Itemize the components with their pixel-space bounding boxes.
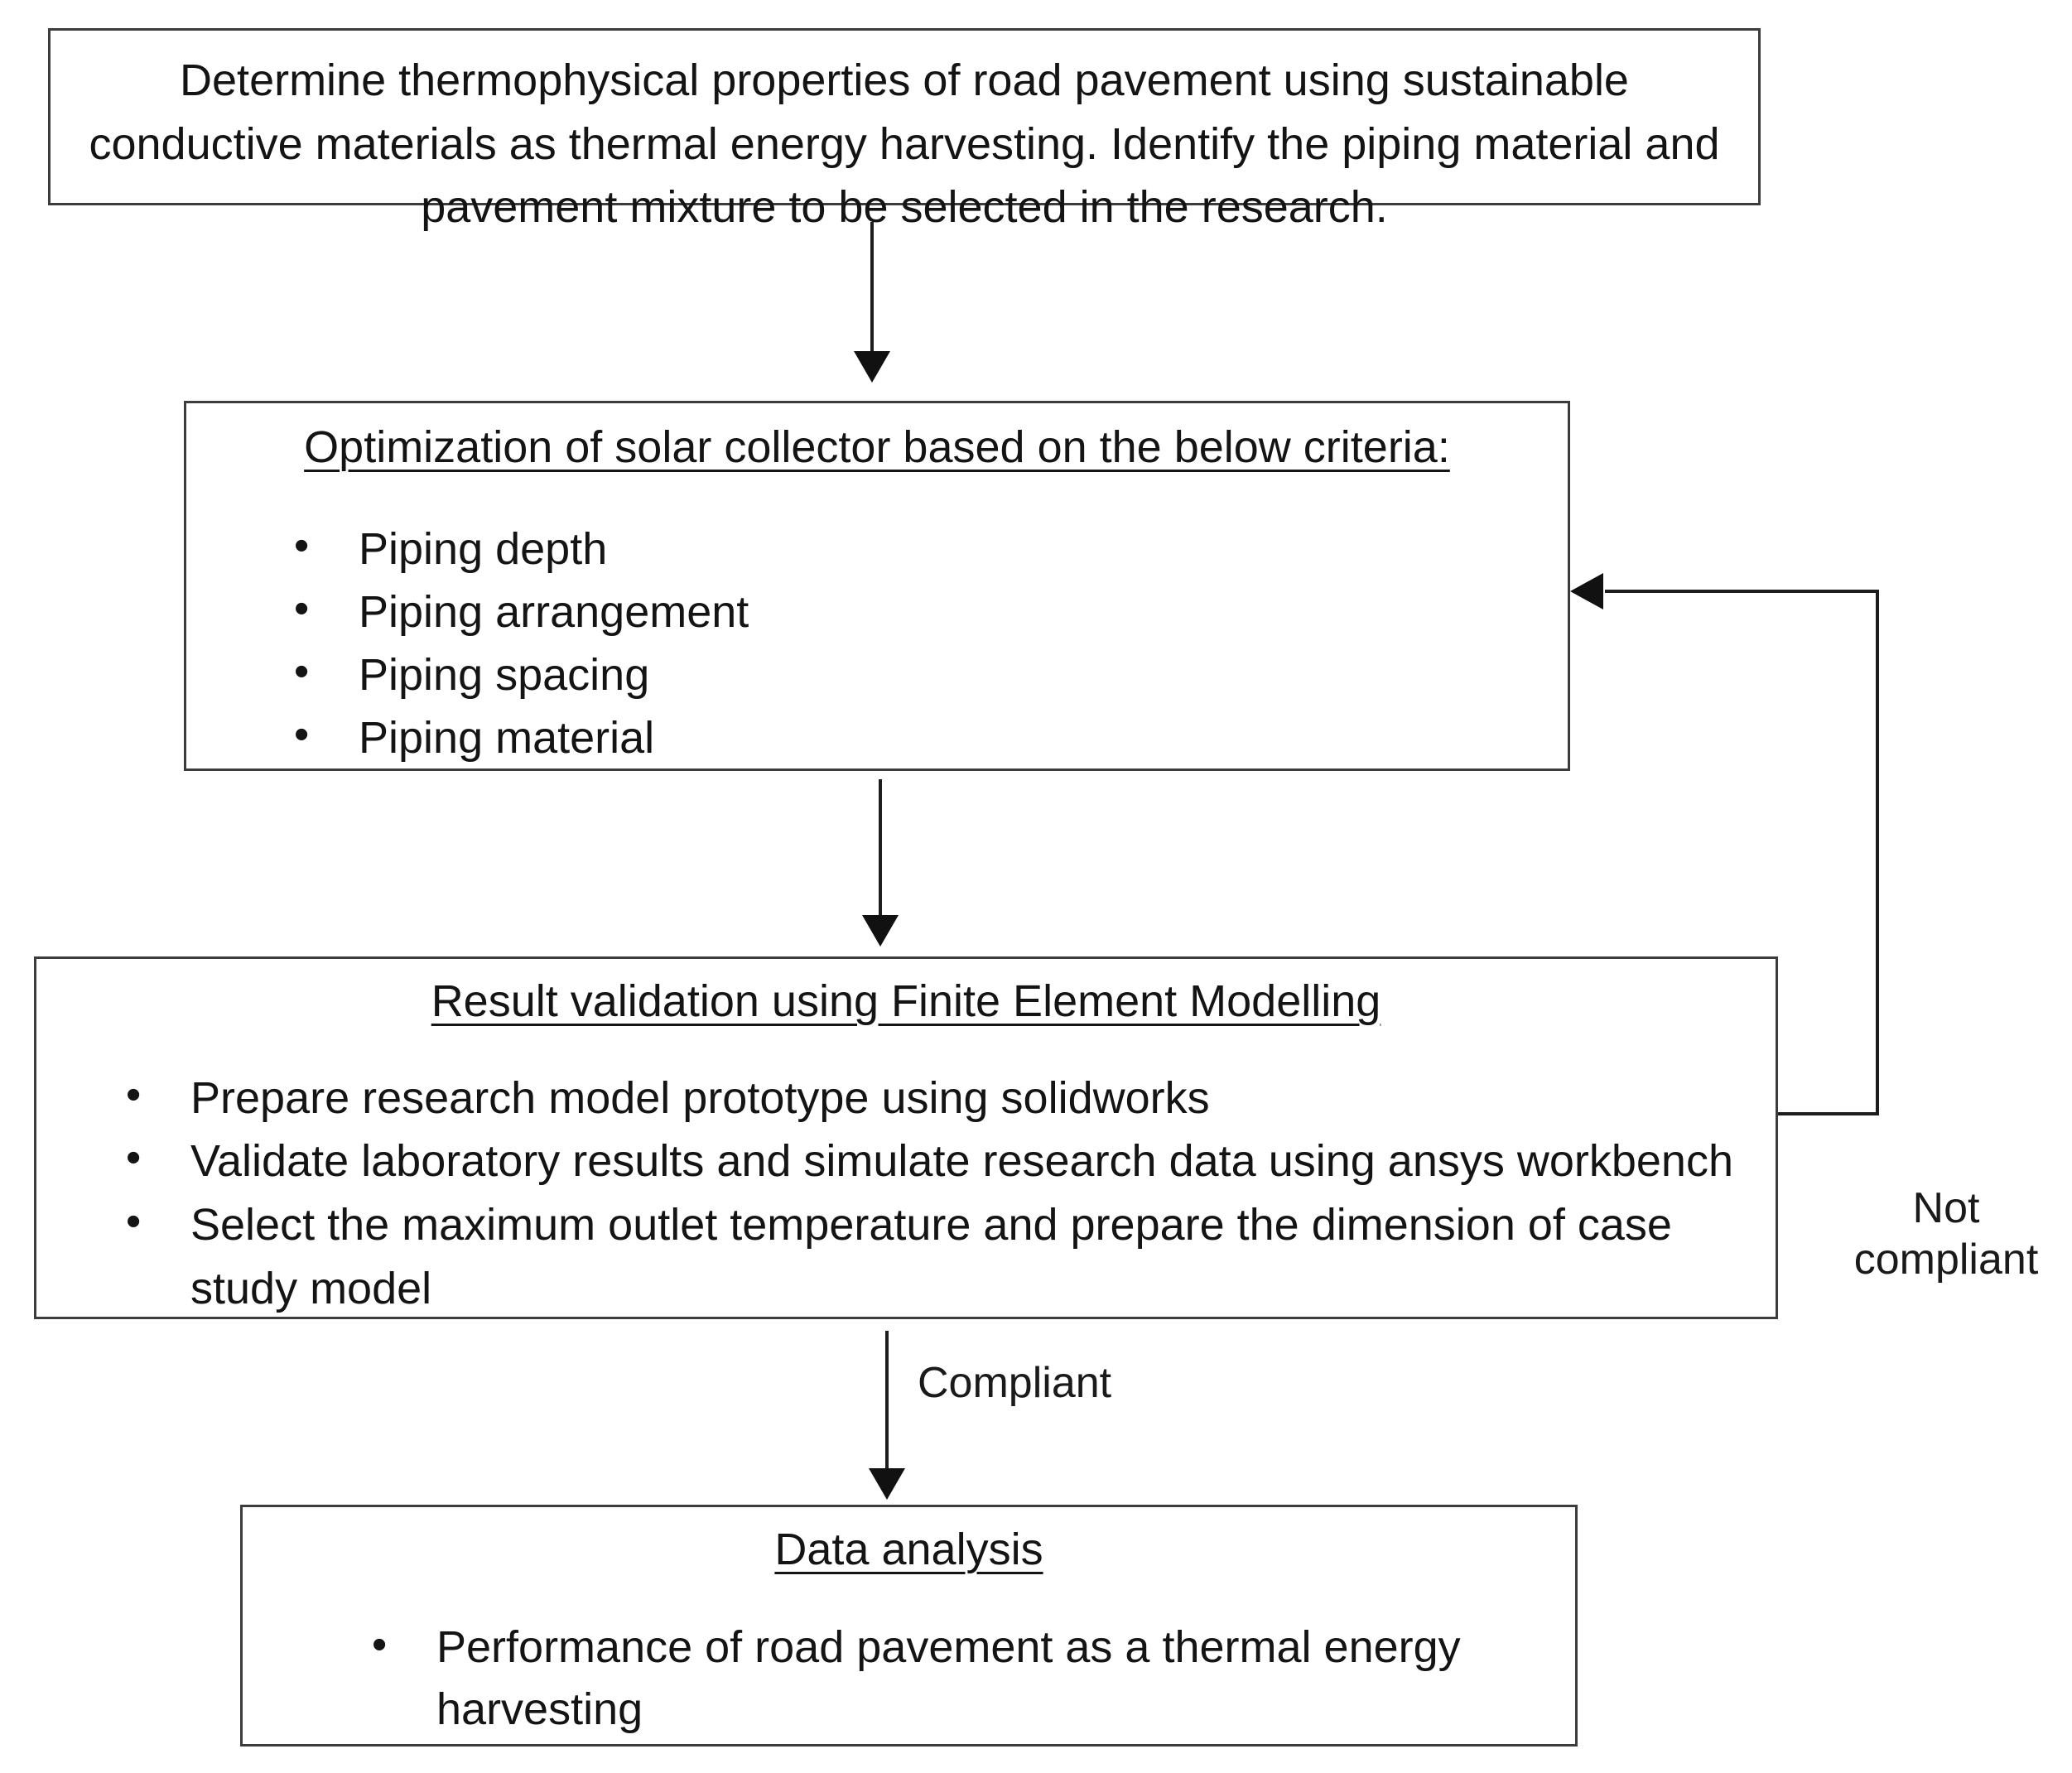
node-data-analysis-heading: Data analysis: [774, 1525, 1043, 1574]
list-item: Piping spacing: [287, 642, 1568, 706]
connector-line: [1605, 590, 1877, 593]
node-result-validation-heading: Result validation using Finite Element M…: [431, 976, 1381, 1026]
arrowhead-down-icon: [862, 915, 899, 947]
list-item: Piping arrangement: [287, 579, 1568, 643]
connector-line: [1778, 1112, 1879, 1115]
list-item: Prepare research model prototype using s…: [119, 1065, 1742, 1130]
node-data-analysis-outcome-list: Performance of road pavement as a therma…: [365, 1615, 1575, 1742]
arrowhead-left-icon: [1570, 573, 1603, 609]
node-optimization-criteria-list: Piping depth Piping arrangement Piping s…: [287, 516, 1568, 770]
node-optimization-heading: Optimization of solar collector based on…: [304, 422, 1450, 472]
list-item: Piping material: [287, 705, 1568, 769]
connector-line: [870, 222, 874, 354]
node-problem-statement[interactable]: Determine thermophysical properties of r…: [48, 28, 1761, 232]
list-item: Validate laboratory results and simulate…: [119, 1128, 1742, 1193]
node-problem-statement-text: Determine thermophysical properties of r…: [89, 55, 1720, 233]
connector-line: [879, 779, 882, 918]
node-result-validation[interactable]: Result validation using Finite Element M…: [34, 956, 1778, 1319]
node-result-validation-task-list: Prepare research model prototype using s…: [119, 1065, 1776, 1321]
node-data-analysis[interactable]: Data analysis Performance of road paveme…: [240, 1505, 1578, 1747]
edge-label-compliant: Compliant: [918, 1359, 1112, 1407]
list-item: Select the maximum outlet temperature an…: [119, 1192, 1742, 1320]
node-optimization[interactable]: Optimization of solar collector based on…: [184, 401, 1570, 771]
arrowhead-down-icon: [869, 1468, 905, 1500]
connector-line: [885, 1331, 889, 1472]
list-item: Piping depth: [287, 516, 1568, 581]
arrowhead-down-icon: [854, 351, 890, 383]
list-item: Performance of road pavement as a therma…: [365, 1615, 1525, 1742]
edge-label-not-compliant: Not compliant: [1853, 1184, 2039, 1284]
connector-line: [1876, 590, 1879, 1114]
